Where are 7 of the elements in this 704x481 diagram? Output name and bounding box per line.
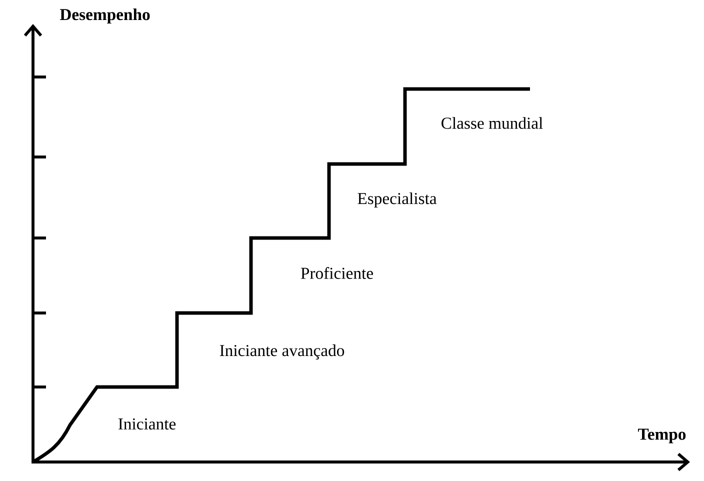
stage-label: Proficiente: [300, 267, 373, 279]
axis-label: Desempenho: [60, 8, 150, 24]
stage-label: Especialista: [358, 192, 437, 208]
stage-label: Iniciante: [118, 418, 176, 430]
stage-label: Classe mundial: [442, 117, 543, 129]
stage-label: Iniciante avançado: [220, 344, 344, 360]
axis-label: Tempo: [638, 428, 686, 444]
